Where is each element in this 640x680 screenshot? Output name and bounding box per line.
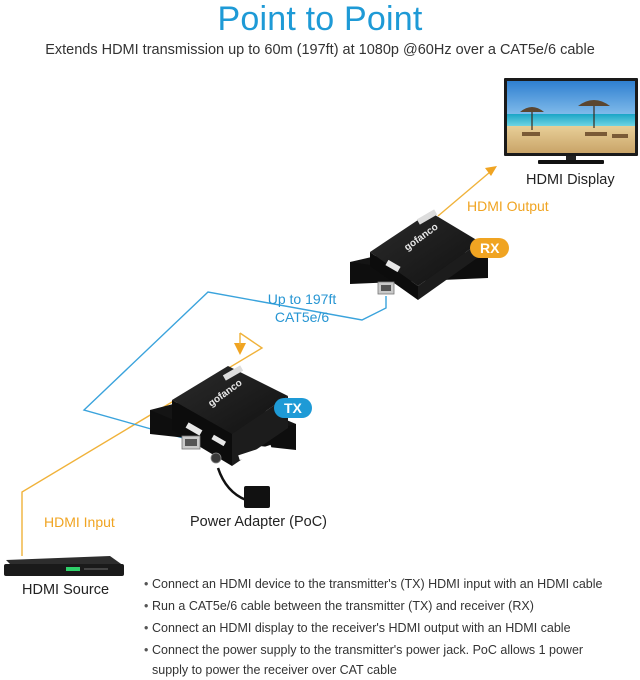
- hdmi-output-arrowhead: [485, 166, 497, 176]
- hdmi-input-cable: [21, 332, 264, 556]
- tx-transmitter-device: [150, 365, 296, 508]
- connection-diagram: [4, 78, 638, 576]
- hdmi-source-label: HDMI Source: [22, 582, 110, 598]
- hdmi-display-label: HDMI Display: [526, 172, 615, 188]
- instructions-list: Connect an HDMI device to the transmitte…: [144, 574, 614, 680]
- hdmi-output-label: HDMI Output: [467, 198, 549, 214]
- page-title: Point to Point: [217, 0, 423, 38]
- cable-length-label: Up to 197ft CAT5e/6: [262, 290, 342, 326]
- tx-badge: TX: [274, 398, 312, 418]
- hdmi-input-label: HDMI Input: [44, 514, 115, 530]
- rx-receiver-device: [350, 209, 488, 300]
- instruction-item: Connect an HDMI display to the receiver'…: [144, 618, 614, 638]
- cable-type-line2: CAT5e/6: [274, 309, 330, 325]
- page-subtitle: Extends HDMI transmission up to 60m (197…: [45, 42, 595, 58]
- power-adapter-label: Power Adapter (PoC): [190, 514, 328, 530]
- rx-badge: RX: [470, 238, 510, 258]
- cat-cable: [82, 291, 387, 441]
- hdmi-input-arrowhead: [234, 343, 246, 355]
- instruction-item: Connect an HDMI device to the transmitte…: [144, 574, 614, 594]
- hdmi-source-player: [4, 556, 124, 576]
- cable-length-line1: Up to 197ft: [267, 291, 337, 307]
- hdmi-display-tv: [504, 78, 638, 164]
- instruction-item: Run a CAT5e/6 cable between the transmit…: [144, 596, 614, 616]
- instruction-item: Connect the power supply to the transmit…: [144, 640, 614, 680]
- hdmi-output-cable: [437, 171, 491, 217]
